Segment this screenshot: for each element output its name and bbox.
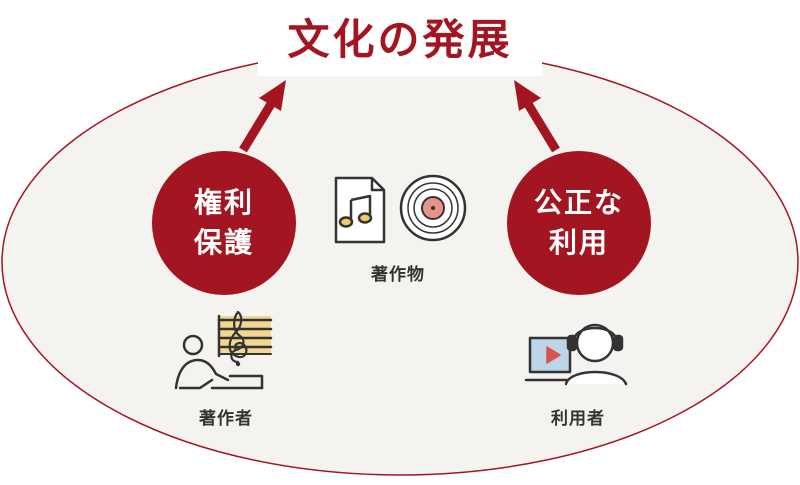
works-label: 著作物: [371, 265, 425, 285]
rights-protection-line2: 保護: [193, 226, 254, 259]
fair-use-badge: 公正な 利用: [507, 151, 651, 295]
page-title: 文化の発展: [287, 15, 513, 64]
user-label: 利用者: [551, 409, 605, 429]
title-backdrop: [258, 30, 542, 76]
vinyl-record-icon: [399, 174, 467, 242]
listener-icon: [524, 323, 628, 386]
arrow-left: [239, 80, 286, 153]
fair-use-line1: 公正な: [533, 186, 624, 219]
rights-protection-badge: 権利 保護: [152, 151, 296, 295]
arrow-right: [514, 80, 560, 153]
music-file-icon: [334, 176, 386, 244]
fair-use-line2: 利用: [548, 226, 609, 259]
rights-protection-line1: 権利: [193, 186, 254, 219]
author-label: 著作者: [199, 409, 253, 429]
composer-icon: [174, 310, 273, 390]
